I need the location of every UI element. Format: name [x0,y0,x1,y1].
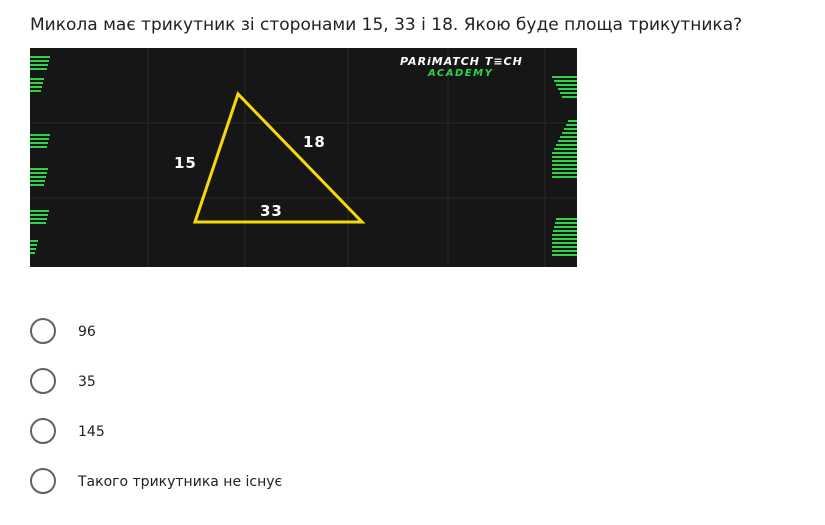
side-label-left: 15 [174,154,197,172]
radio-button[interactable] [30,318,56,344]
answer-options: 96 35 145 Такого трикутника не існує [30,316,790,516]
answer-option-label: Такого трикутника не існує [78,474,283,490]
answer-option-96[interactable]: 96 [30,316,790,366]
radio-button[interactable] [30,468,56,494]
right-green-stripes [552,76,577,256]
radio-button[interactable] [30,368,56,394]
radio-button[interactable] [30,418,56,444]
answer-option-label: 96 [78,324,96,340]
answer-option-label: 35 [78,374,96,390]
answer-option-label: 145 [78,424,105,440]
triangle-shape [192,91,366,224]
left-green-stripes [30,56,50,254]
triangle-diagram: PARiMATCH T≡CH ACADEMY 15 18 33 [30,48,577,267]
answer-option-no-triangle[interactable]: Такого трикутника не існує [30,466,790,516]
answer-option-35[interactable]: 35 [30,366,790,416]
background-grid [30,48,577,267]
answer-option-145[interactable]: 145 [30,416,790,466]
brand-logo-line1: PARiMATCH T≡CH [400,55,523,68]
question-text: Микола має трикутник зі сторонами 15, 33… [30,15,743,35]
side-label-bottom: 33 [260,202,283,220]
brand-logo-line2: ACADEMY [427,68,494,79]
question-image: PARiMATCH T≡CH ACADEMY 15 18 33 [30,48,577,267]
side-label-right: 18 [303,133,326,151]
